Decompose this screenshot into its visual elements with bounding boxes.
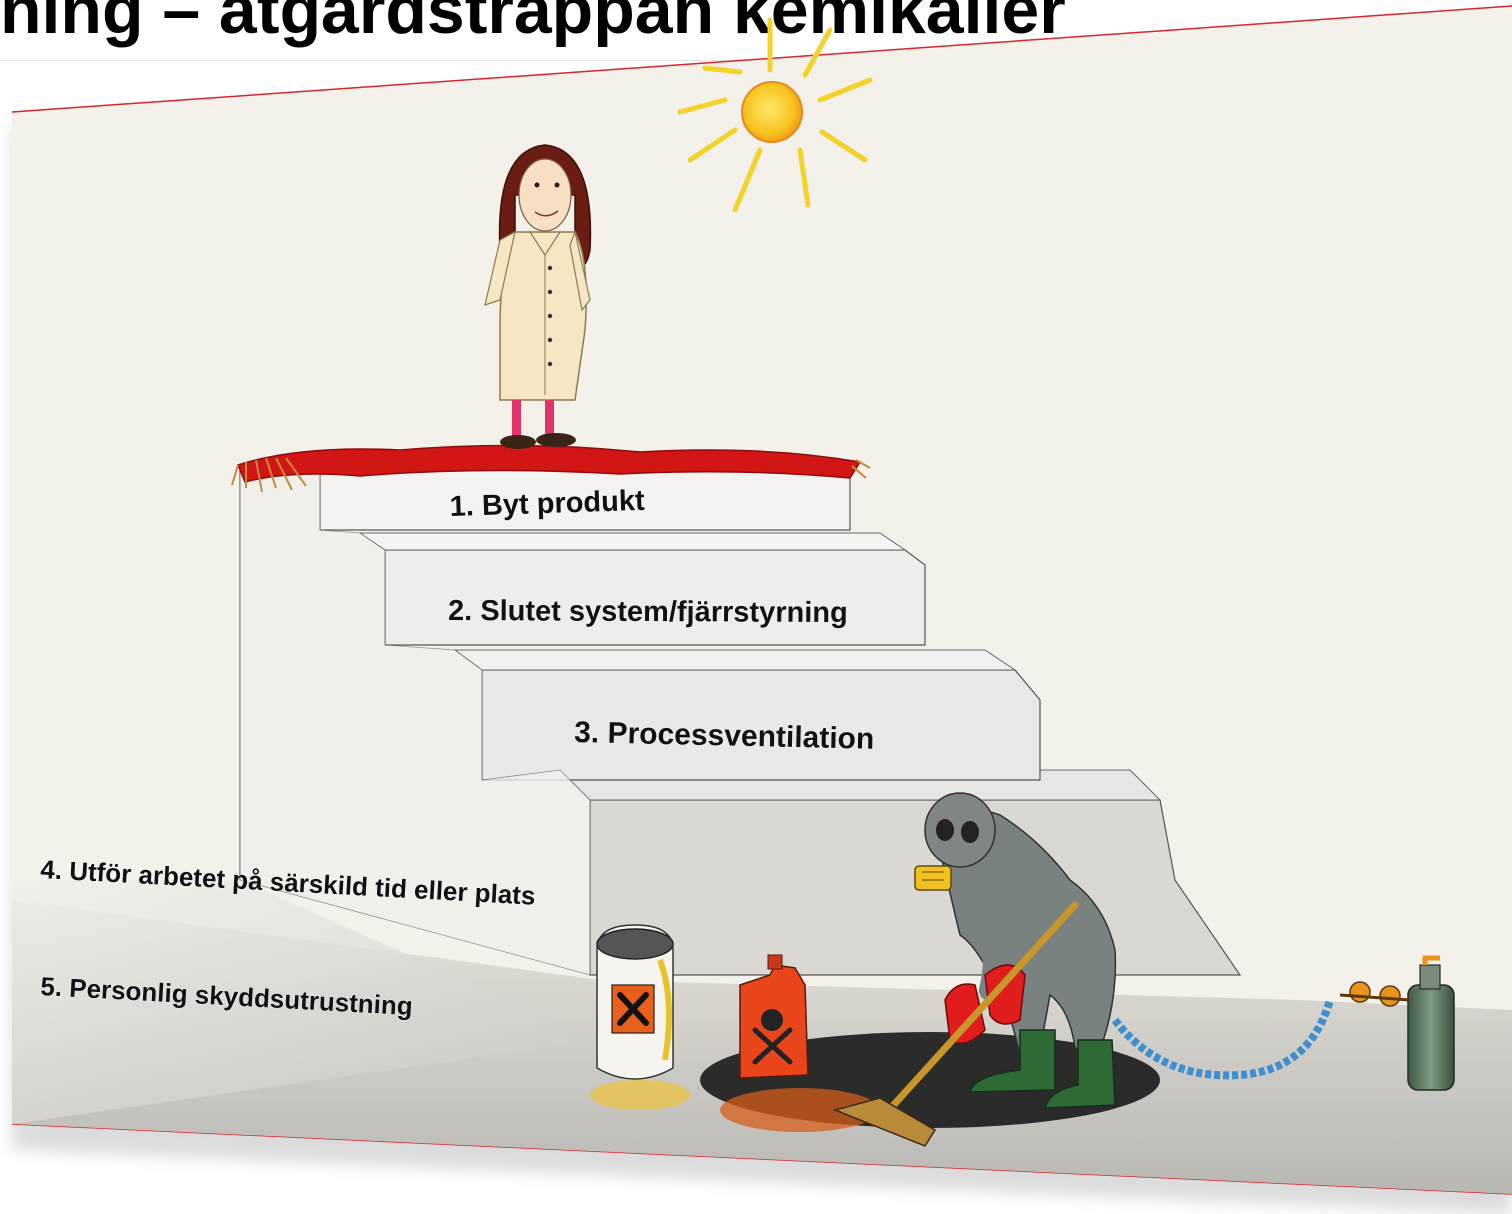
worker-figure	[832, 792, 1117, 1147]
stair-tread-3	[453, 649, 1017, 671]
woman-figure	[484, 144, 592, 449]
card-top-border	[11, 5, 1512, 113]
floor-left-shade	[12, 880, 600, 1124]
gas-bottle-icon	[1339, 955, 1455, 1091]
air-hose	[1111, 998, 1334, 1080]
step-label-3: 3. Processventilation	[574, 716, 875, 756]
white-canister	[596, 924, 674, 1080]
red-carpet	[236, 444, 862, 483]
hazard-x-icon	[617, 992, 649, 1026]
step-label-2: 2. Slutet system/fjärrstyrning	[448, 595, 848, 629]
carpet-fringe	[231, 457, 871, 493]
yellow-spill	[590, 1080, 690, 1110]
step-label-1: 1. Byt produkt	[449, 485, 645, 523]
skull-icon	[752, 1009, 793, 1065]
stair-side	[239, 469, 591, 976]
red-jerrycan	[739, 954, 809, 1079]
sun-icon	[677, 17, 873, 213]
stair-tread-2	[358, 532, 907, 551]
orange-spill	[720, 1088, 880, 1132]
page-title: ning – åtgärdstrappan kemikalier	[0, 0, 1066, 48]
